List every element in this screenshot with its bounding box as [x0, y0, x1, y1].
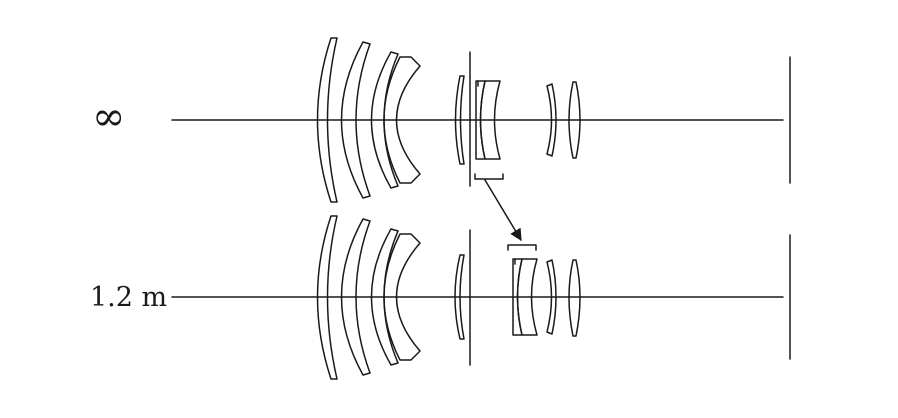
lens-element-1: [316, 37, 338, 203]
infinity-focus-label: ∞: [92, 94, 126, 140]
close-focus-label: 1.2 m: [90, 282, 168, 313]
focus-group-bracket-top: [474, 173, 504, 180]
lens-element-5: [454, 75, 465, 165]
focusing-group-bottom: [512, 258, 538, 336]
focus-element-b-close: [516, 258, 538, 336]
infinity-focus-layout: [171, 37, 791, 203]
lens-element-8: [546, 83, 557, 157]
close-focus-layout: [171, 215, 791, 380]
lens-element-9-close: [568, 259, 581, 337]
focus-group-bracket-bottom: [507, 244, 537, 251]
lens-element-1-close: [316, 215, 338, 380]
focusing-group-top: [475, 80, 501, 160]
lens-element-8-close: [546, 259, 557, 335]
lens-element-4-close: [383, 233, 421, 361]
focus-movement-arrow: [484, 179, 522, 242]
lens-element-2: [340, 41, 371, 199]
lens-element-9: [568, 81, 581, 159]
focus-element-b: [479, 80, 501, 160]
lens-element-5-close: [454, 254, 465, 340]
lens-element-4: [383, 56, 421, 184]
lens-element-2-close: [340, 218, 371, 376]
